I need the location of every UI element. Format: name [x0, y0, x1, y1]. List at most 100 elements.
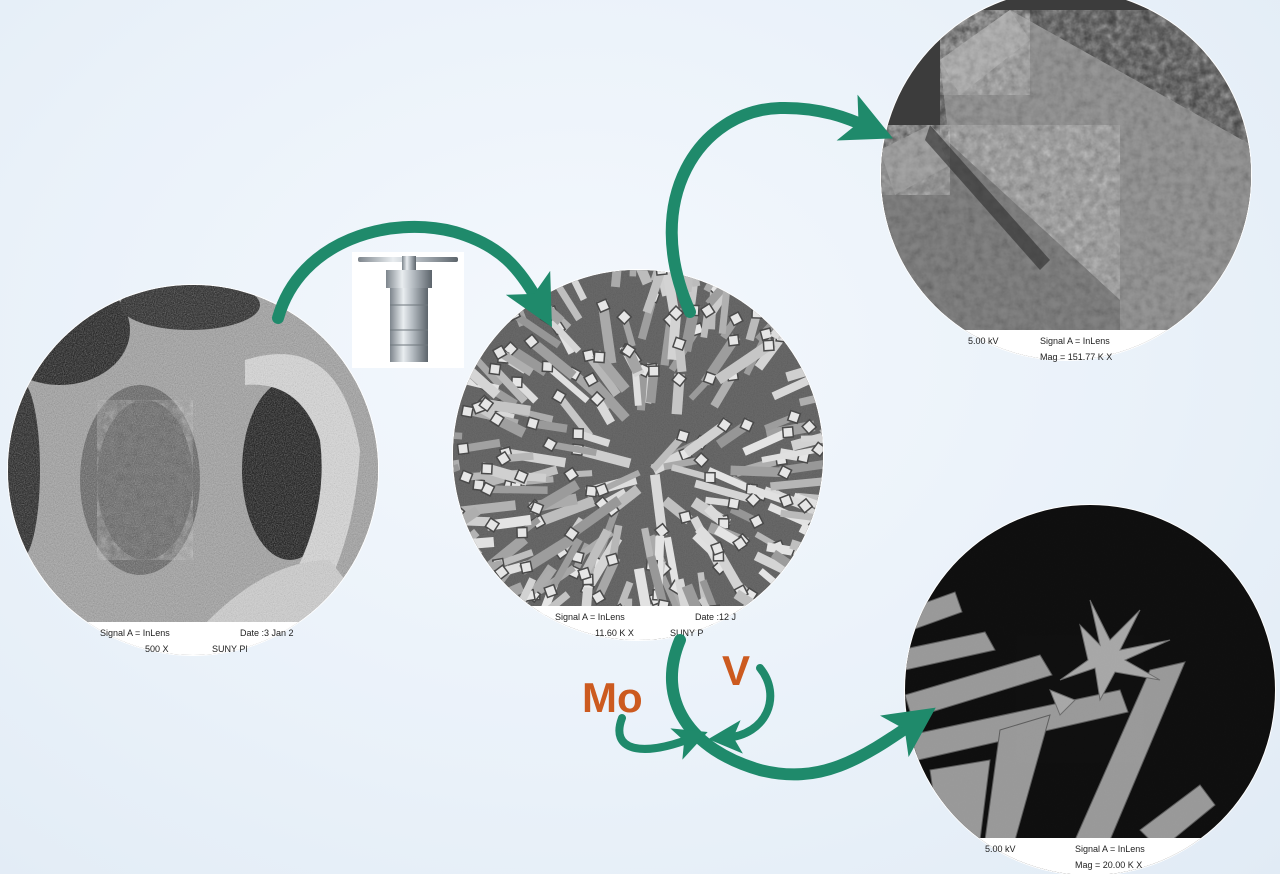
nanorod-tip-texture — [433, 560, 443, 570]
nanorod-texture — [707, 660, 721, 702]
rods-caption-date: Date :12 J — [695, 612, 736, 622]
nanorod-texture — [682, 270, 696, 293]
nanorod-tip-texture — [463, 583, 478, 598]
nanorod-tip-texture — [595, 298, 611, 314]
nanorod-texture — [819, 403, 823, 438]
nanorod-tip-texture — [616, 308, 633, 326]
nanorod-texture — [725, 615, 738, 640]
nanorod-tip-texture — [431, 429, 443, 441]
nanorod-tip-texture — [453, 371, 460, 385]
nanorod-tip-texture — [458, 469, 474, 485]
nanorod-tip-texture — [502, 622, 515, 635]
nanorod-tip-texture — [583, 371, 599, 388]
nanorod-tip-texture — [589, 390, 606, 408]
nanorod-texture — [815, 384, 823, 401]
nanorod-tip-texture — [691, 247, 704, 260]
nanorod-texture — [453, 528, 480, 572]
nanorod-tip-texture — [642, 658, 653, 669]
nanorod-tip-texture — [781, 296, 798, 313]
nanorod-tip-texture — [620, 342, 637, 359]
nanorod-texture — [816, 364, 823, 380]
nanorod-tip-texture — [675, 428, 691, 444]
nanorod-texture — [483, 485, 548, 494]
nanorod-array-sem-image: Signal A = InLens Date :12 J 11.60 K X S… — [429, 240, 897, 710]
nanorod-texture — [564, 496, 622, 541]
nanorod-texture — [642, 270, 668, 314]
nanorod-tip-texture — [885, 524, 897, 536]
nanorod-tip-texture — [748, 513, 765, 530]
nanorod-tip-texture — [653, 522, 670, 539]
nanorod-tip-texture — [489, 411, 505, 428]
nanorod-tip-texture — [484, 517, 501, 533]
nanorod-texture — [546, 440, 598, 457]
nanorod-tip-texture — [817, 360, 823, 372]
autoclave-reactor-icon — [352, 252, 464, 368]
nanorod-tip-texture — [460, 404, 474, 419]
rods-caption-signal: Signal A = InLens — [555, 612, 625, 622]
nanorod-texture — [770, 289, 817, 340]
nanorod-tip-texture — [832, 386, 845, 399]
nanorod-tip-texture — [537, 654, 551, 668]
nanorod-texture — [518, 532, 578, 575]
nanorod-texture — [840, 445, 863, 446]
nanorod-texture — [733, 589, 783, 627]
nanorod-tip-texture — [719, 270, 737, 284]
nanorod-tip-texture — [559, 270, 575, 273]
nanorod-tip-texture — [585, 484, 598, 498]
nanorod-texture — [757, 617, 784, 640]
nanorod-tip-texture — [731, 535, 748, 552]
nanorod-tip-texture — [817, 511, 823, 524]
nanorod-tip-texture — [739, 417, 755, 433]
nanorod-tip-texture — [781, 426, 795, 439]
nanorod-tip-texture — [804, 311, 819, 327]
nanorod-tip-texture — [499, 272, 512, 285]
nanorod-tip-texture — [784, 565, 799, 581]
nanorod-texture — [801, 554, 823, 576]
nanorod-tip-texture — [836, 363, 848, 375]
nanorod-texture — [703, 270, 736, 293]
nanorod-tip-texture — [483, 593, 499, 609]
nanorod-tip-texture — [768, 612, 782, 626]
nanorod-tip-texture — [569, 696, 583, 710]
nanorod-tip-texture — [768, 632, 785, 640]
nanorod-texture — [646, 647, 649, 675]
nanorod-texture — [610, 270, 625, 288]
nanorod-tip-texture — [542, 436, 558, 453]
nanorod-tip-texture — [695, 248, 707, 260]
nanorod-tip-texture — [538, 642, 552, 656]
crystals-caption-mag: Mag = 20.00 K X — [1075, 860, 1142, 870]
rods-caption-lab: SUNY P — [670, 628, 703, 638]
nanorod-tip-texture — [710, 541, 725, 556]
nanorod-tip-texture — [525, 416, 540, 431]
nanorod-texture — [834, 530, 891, 531]
nanorod-tip-texture — [801, 290, 816, 304]
nanorod-tip-texture — [784, 634, 799, 640]
nanorod-tip-texture — [879, 473, 892, 486]
nanorod-tip-texture — [798, 601, 815, 617]
foam-caption-signal: Signal A = InLens — [100, 628, 170, 638]
nanorod-tip-texture — [523, 333, 540, 350]
nanorod-texture — [588, 636, 604, 640]
nanorod-tip-texture — [520, 656, 531, 667]
nanorod-tip-texture — [795, 566, 810, 581]
nanorod-texture — [649, 474, 668, 537]
nanorod-texture — [545, 537, 583, 596]
nanorod-tip-texture — [780, 299, 796, 315]
nanorod-texture — [772, 579, 801, 624]
foam-caption-mag: 500 X — [145, 644, 169, 654]
nanorod-texture — [553, 391, 593, 439]
nanorod-tip-texture — [671, 371, 688, 388]
nanorod-texture — [770, 476, 823, 491]
nanorod-texture — [770, 295, 800, 341]
nanorod-tip-texture — [646, 644, 657, 655]
nanorod-tip-texture — [728, 310, 744, 327]
nanorod-texture — [641, 634, 650, 640]
nanorod-texture — [742, 270, 760, 305]
nanorod-tip-texture — [818, 561, 823, 578]
vanadium-label: V — [722, 647, 750, 694]
nanorod-tip-texture — [724, 240, 738, 254]
nanorod-tip-texture — [429, 558, 440, 569]
nanorod-tip-texture — [541, 270, 555, 277]
nanorod-texture — [583, 372, 630, 422]
nanorod-tip-texture — [506, 611, 518, 623]
